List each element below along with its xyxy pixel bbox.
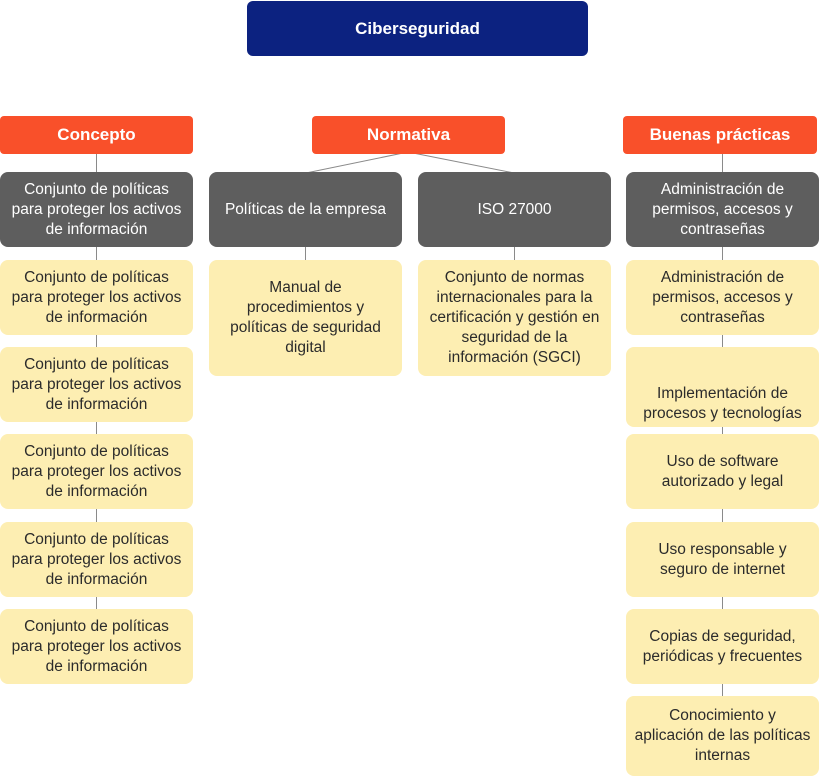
normativa-politicas-detail: Manual de procedimientos y políticas de … [209,260,402,376]
concepto-item-1-text: Conjunto de políticas para proteger los … [11,268,182,326]
concepto-item-5-text: Conjunto de políticas para proteger los … [11,617,182,675]
category-concepto-label: Concepto [57,125,136,144]
concepto-item-1: Conjunto de políticas para proteger los … [0,260,193,335]
root-node: Ciberseguridad [247,1,588,56]
concepto-main: Conjunto de políticas para proteger los … [0,172,193,247]
normativa-politicas: Políticas de la empresa [209,172,402,247]
buenas-practicas-main: Administración de permisos, accesos y co… [626,172,819,247]
concepto-item-4-text: Conjunto de políticas para proteger los … [11,530,182,588]
normativa-iso-text: ISO 27000 [477,200,552,218]
normativa-iso-detail: Conjunto de normas internacionales para … [418,260,611,376]
concepto-item-5: Conjunto de políticas para proteger los … [0,609,193,684]
concepto-item-3: Conjunto de políticas para proteger los … [0,434,193,509]
concepto-item-4: Conjunto de políticas para proteger los … [0,522,193,597]
normativa-politicas-text: Políticas de la empresa [224,200,387,218]
normativa-iso-detail-text: Conjunto de normas internacionales para … [429,269,600,366]
root-label: Ciberseguridad [355,18,480,38]
buenas-practicas-item-5: Copias de seguridad, periódicas y frecue… [626,609,819,684]
normativa-left-connector [305,151,409,174]
category-concepto: Concepto [0,116,193,154]
concepto-main-text: Conjunto de políticas para proteger los … [11,180,182,238]
buenas-practicas-item-1-text: Administración de permisos, accesos y co… [652,268,793,326]
buenas-practicas-item-4: Uso responsable y seguro de internet [626,522,819,597]
buenas-practicas-item-3: Uso de software autorizado y legal [626,434,819,509]
buenas-practicas-main-text: Administración de permisos, accesos y co… [652,180,793,238]
buenas-practicas-item-2: Implementación de procesos y tecnologías [626,347,819,427]
normativa-politicas-detail-text: Manual de procedimientos y políticas de … [230,279,381,356]
category-normativa: Normativa [312,116,505,154]
buenas-practicas-item-5-text: Copias de seguridad, periódicas y frecue… [642,627,803,665]
buenas-practicas-item-2-text: Implementación de procesos y tecnologías [643,385,802,422]
normativa-iso: ISO 27000 [418,172,611,247]
normativa-right-connector [407,151,515,174]
category-buenas-practicas-label: Buenas prácticas [649,125,791,144]
buenas-practicas-item-6-text: Conocimiento y aplicación de las polític… [634,707,811,764]
buenas-practicas-item-4-text: Uso responsable y seguro de internet [658,540,787,578]
buenas-practicas-item-6: Conocimiento y aplicación de las polític… [626,696,819,776]
concepto-item-2: Conjunto de políticas para proteger los … [0,347,193,422]
buenas-practicas-item-3-text: Uso de software autorizado y legal [661,452,784,490]
category-normativa-label: Normativa [366,125,451,144]
category-buenas-practicas: Buenas prácticas [623,116,817,154]
buenas-practicas-item-1: Administración de permisos, accesos y co… [626,260,819,335]
concepto-item-3-text: Conjunto de políticas para proteger los … [11,442,182,500]
concepto-item-2-text: Conjunto de políticas para proteger los … [11,355,182,413]
